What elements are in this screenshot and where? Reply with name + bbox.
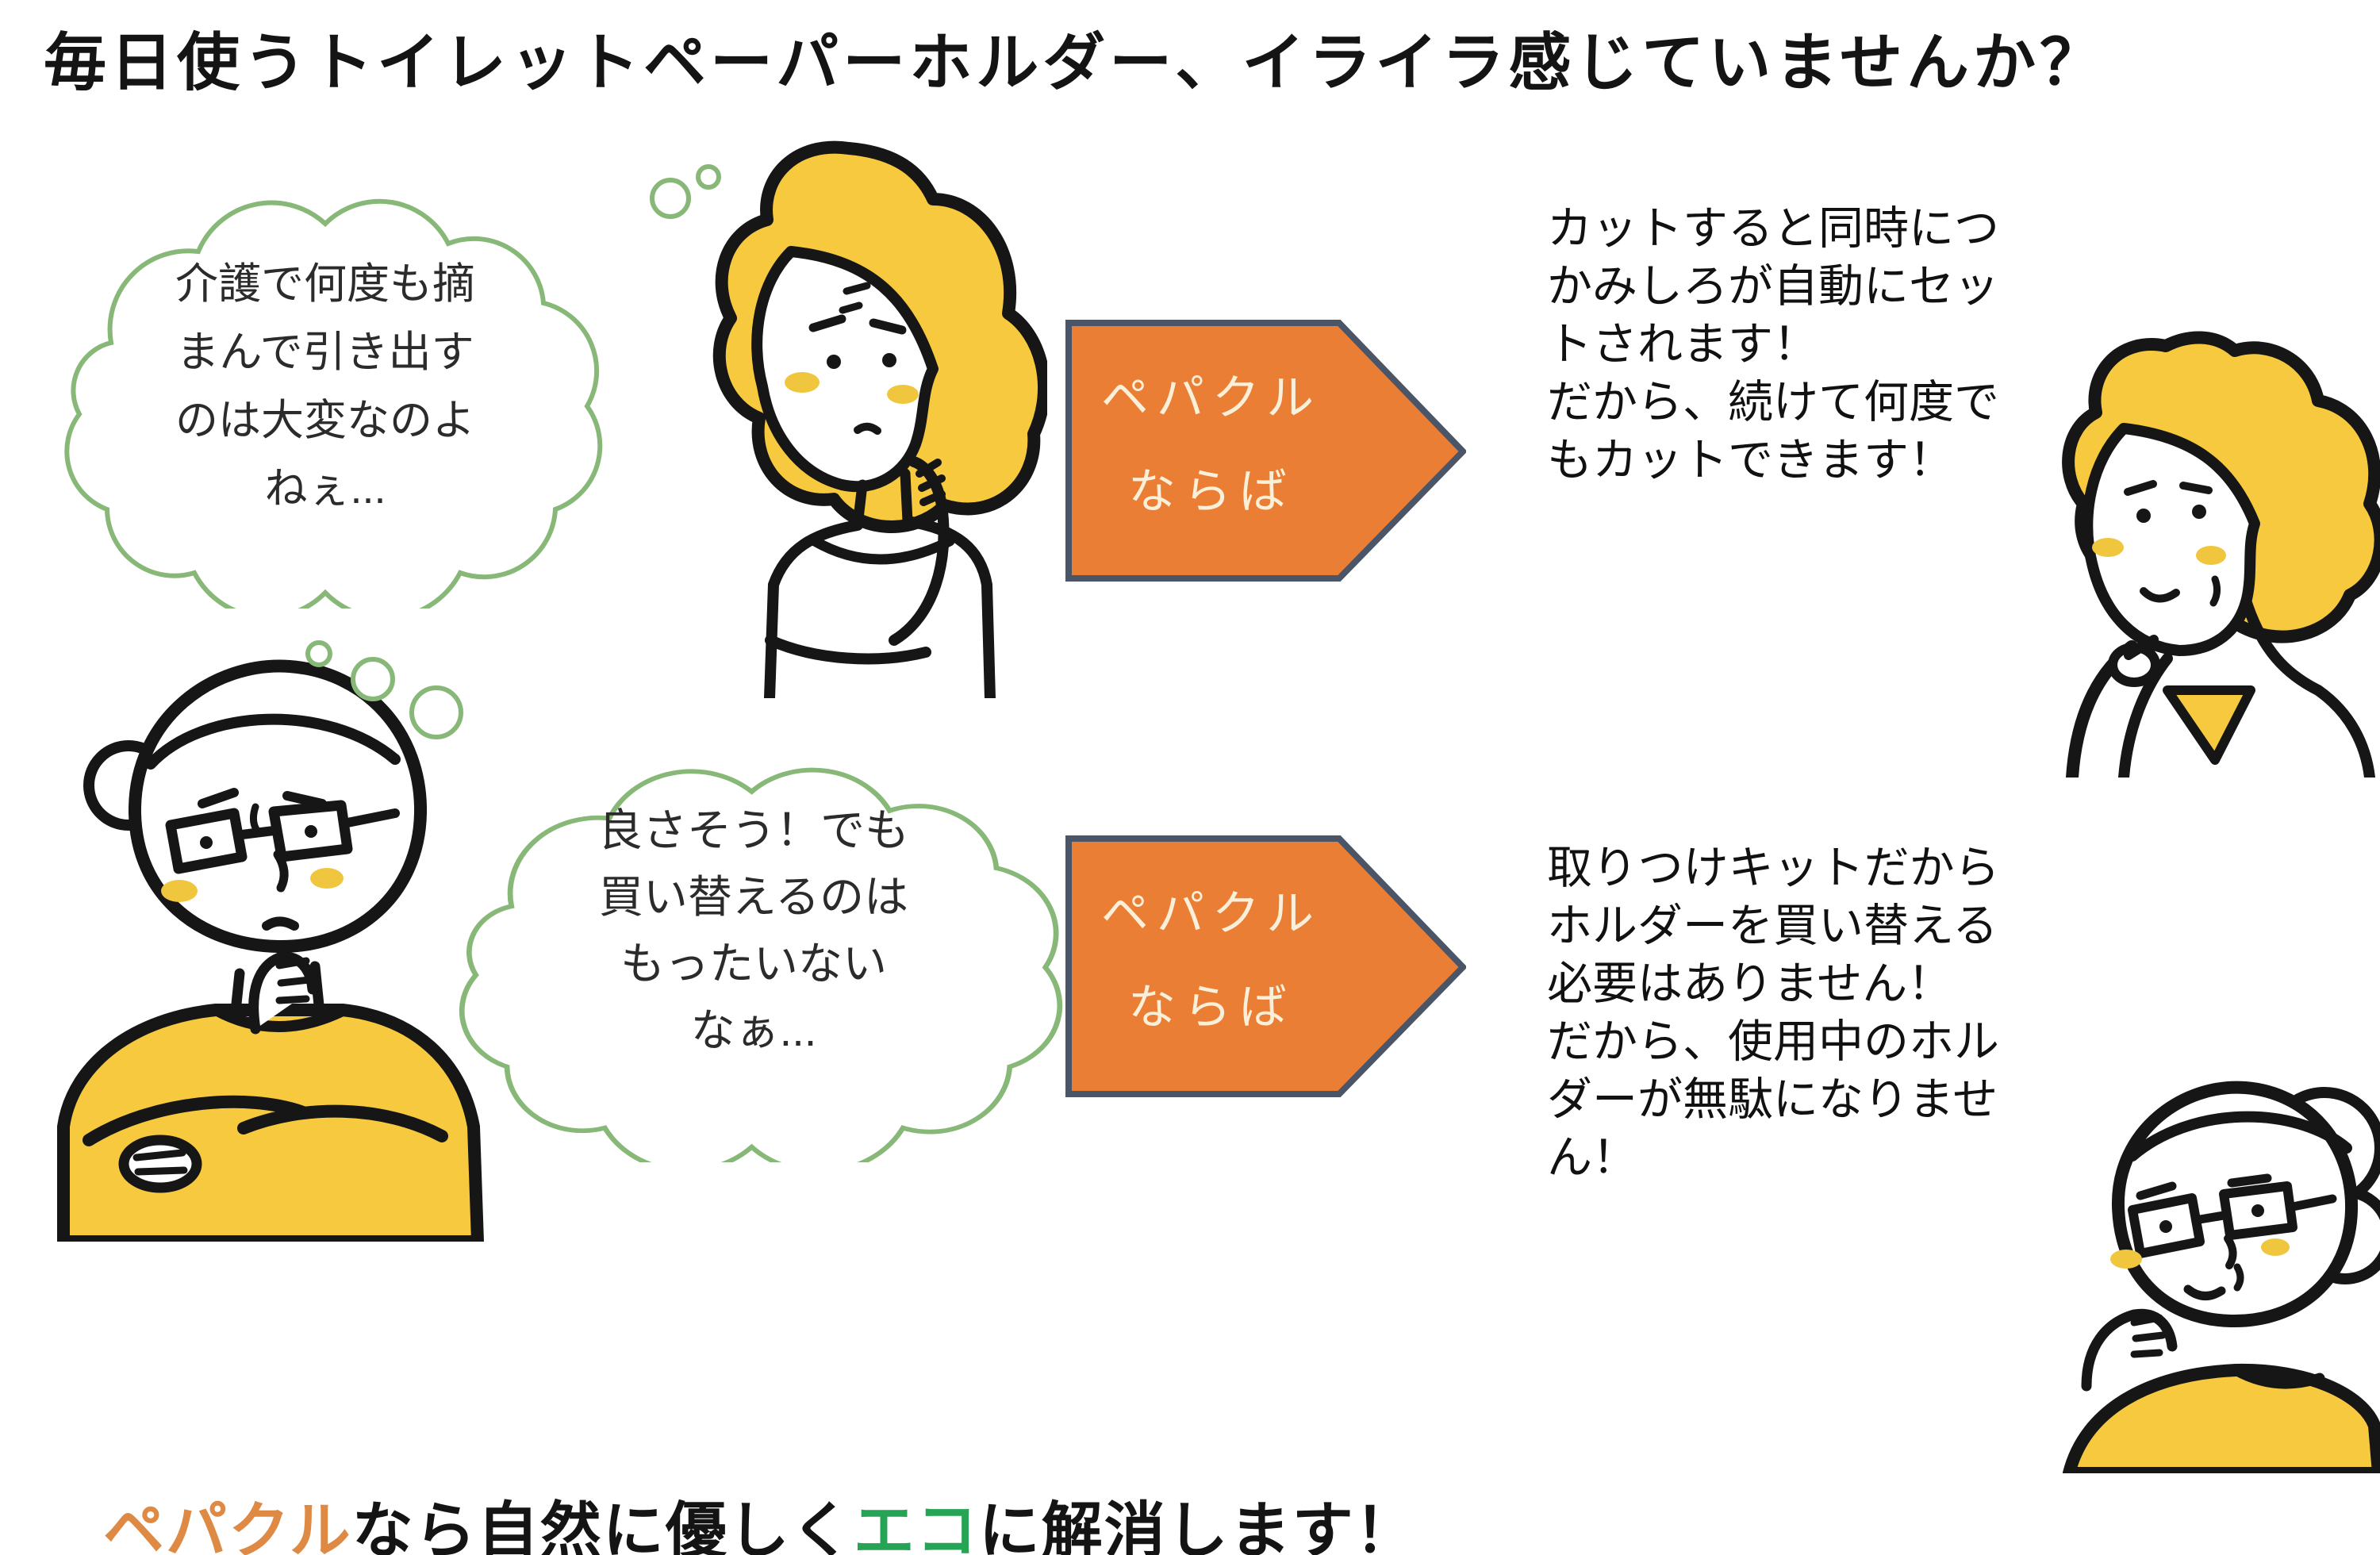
benefit-line: かみしろが自動にセッ <box>1547 261 1999 312</box>
tagline-text-2: に解消します！ <box>978 1497 1418 1555</box>
happy-man-illustration <box>2037 1051 2380 1473</box>
benefit-line: ん！ <box>1547 1132 1637 1183</box>
thought-line: のは大変なのよ <box>175 397 475 444</box>
thought-trail-woman <box>639 159 734 230</box>
arrow-label-line1: ペパクル <box>1100 887 1322 940</box>
thought-cloud-icon <box>64 198 603 609</box>
tagline-text-1: なら自然に優しく <box>351 1497 854 1555</box>
arrow-label-line2: ならば <box>1128 981 1295 1034</box>
arrow-right-icon <box>1065 320 1466 582</box>
bubble-trail-icon <box>305 640 463 739</box>
benefit-line: だから、使用中のホル <box>1547 1016 1999 1067</box>
thought-bubble-woman <box>48 176 603 609</box>
happy-man-icon <box>2063 1081 2380 1473</box>
thought-bubble-man <box>440 746 1063 1162</box>
benefit-line: カットすると同時につ <box>1547 203 1999 254</box>
worried-man-icon <box>57 659 484 1242</box>
benefit-line: もカットできます！ <box>1547 435 1954 486</box>
happy-woman-icon <box>2062 331 2380 778</box>
thought-line: 良さそう！でも <box>598 805 909 855</box>
bottom-tagline: ペパクルなら自然に優しくエコに解消します！ <box>103 1482 1418 1555</box>
happy-woman-illustration <box>2047 316 2380 778</box>
arrow-label-line2: ならば <box>1128 465 1295 518</box>
thought-line: 買い替えるのは <box>598 872 909 922</box>
benefit-line: トされます！ <box>1547 319 1818 370</box>
arrow-right-icon <box>1065 835 1466 1097</box>
arrow-label-line1: ペパクル <box>1100 371 1322 424</box>
page-title: 毎日使うトイレットペーパーホルダー、イライラ感じていませんか？ <box>44 27 2107 98</box>
thought-cloud-icon <box>459 767 1063 1162</box>
benefit-text-1: カットすると同時につ かみしろが自動にセッ トされます！ だから、続けて何度で … <box>1547 200 1999 490</box>
tagline-brand: ペパクル <box>103 1497 352 1555</box>
thought-text-woman: 介護で何度も摘 まんで引き出す のは大変なのよ ねぇ... <box>103 250 547 523</box>
thought-line: ねぇ... <box>264 465 386 513</box>
pepacle-arrow-1: ペパクル ならば <box>1065 320 1466 582</box>
thought-line: なぁ... <box>690 1005 817 1055</box>
thought-line: もったいない <box>620 939 887 989</box>
thought-line: 介護で何度も摘 <box>175 260 475 308</box>
thought-trail-man <box>300 635 470 742</box>
pepacle-arrow-2: ペパクル ならば <box>1065 835 1466 1097</box>
benefit-text-2: 取りつけキットだから ホルダーを買い替える 必要はありません！ だから、使用中の… <box>1547 839 2000 1187</box>
benefit-line: だから、続けて何度で <box>1547 377 1999 428</box>
bubble-trail-icon <box>650 164 721 219</box>
benefit-line: ダーが無駄になりませ <box>1547 1074 1998 1125</box>
benefit-line: ホルダーを買い替える <box>1547 900 1998 951</box>
benefit-line: 取りつけキットだから <box>1547 843 2000 893</box>
worried-man-illustration <box>40 615 496 1242</box>
benefit-line: 必要はありません！ <box>1547 958 1953 1009</box>
thought-text-man: 良さそう！でも 買い替えるのは もったいない なぁ... <box>508 797 1000 1064</box>
worried-woman-illustration <box>694 131 1047 698</box>
thought-line: まんで引き出す <box>176 328 474 376</box>
worried-woman-icon <box>712 140 1047 698</box>
tagline-eco: エコ <box>853 1497 979 1555</box>
